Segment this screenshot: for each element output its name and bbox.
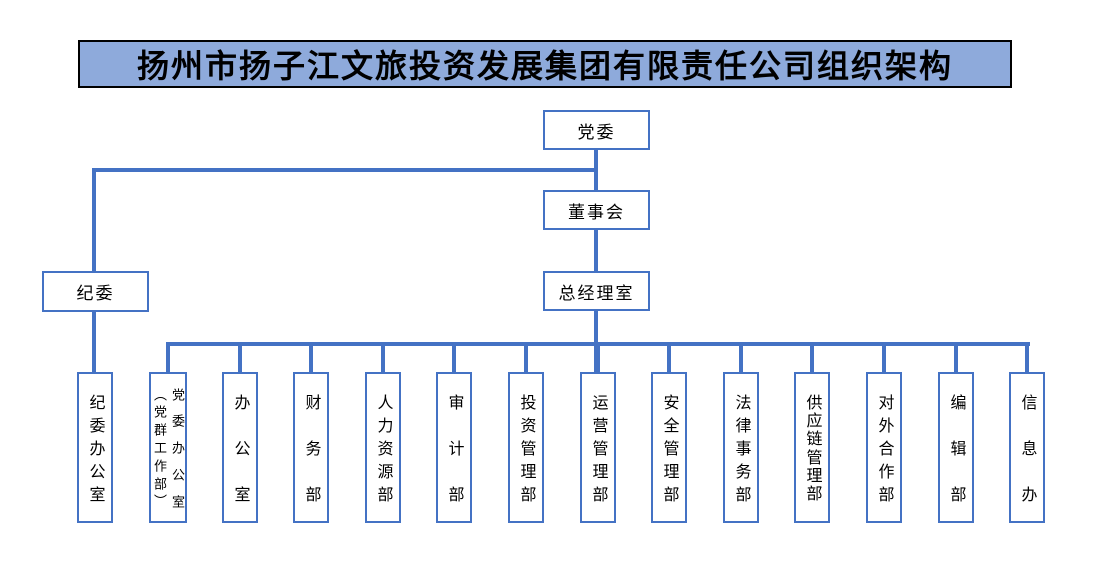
connector-stub (810, 342, 814, 374)
chart-title: 扬州市扬子江文旅投资发展集团有限责任公司组织架构 (78, 40, 1012, 88)
connector-stub (596, 342, 600, 374)
connector-stub (309, 342, 313, 374)
connector-stub (954, 342, 958, 374)
connector-stub (452, 342, 456, 374)
connector-stub (667, 342, 671, 374)
vertical-label: 法律事务部 (732, 393, 750, 502)
connector-stub (1025, 342, 1029, 374)
vertical-label: 信息办 (1018, 393, 1036, 502)
vertical-label: 供应链管理部 (803, 393, 821, 502)
connector-discipline-to-office (92, 310, 96, 373)
node-department-3: 财务部 (293, 342, 329, 523)
connector-stub (882, 342, 886, 374)
node-party-committee: 党委 (543, 110, 650, 150)
vertical-label: 运营管理部 (589, 393, 607, 502)
node-department-13: 信息办 (1009, 342, 1045, 523)
connector-stub (739, 342, 743, 374)
vertical-label: 纪委办公室 (86, 393, 104, 502)
node-board: 董事会 (543, 190, 650, 230)
connector-gm-drop (594, 309, 598, 373)
node-department-11: 对外合作部 (866, 342, 902, 523)
node-department-10: 供应链管理部 (794, 342, 830, 523)
node-department-8: 安全管理部 (651, 342, 687, 523)
node-department-2: 办公室 (222, 342, 258, 523)
node-department-7: 运营管理部 (580, 342, 616, 523)
vertical-label: 财务部 (302, 393, 320, 502)
node-department-9: 法律事务部 (723, 342, 759, 523)
connector-stub (381, 342, 385, 374)
node-discipline-office: 纪委办公室 (77, 372, 113, 523)
node-department-12: 编辑部 (938, 342, 974, 523)
connector-stub (166, 342, 170, 374)
vertical-label: 对外合作部 (875, 393, 893, 502)
vertical-label: 编辑部 (947, 393, 965, 502)
connector-party-branch-horizontal (92, 168, 598, 172)
node-gm-office: 总经理室 (543, 271, 650, 311)
vertical-label: 投资管理部 (517, 393, 535, 502)
connector-stub (524, 342, 528, 374)
vertical-label: 审计部 (445, 393, 463, 502)
vertical-label: （党群工作部） (152, 387, 167, 508)
node-department-1: 党委办公室（党群工作部） (149, 342, 187, 523)
connector-stub (238, 342, 242, 374)
connector-branch-to-discipline (92, 168, 96, 272)
vertical-label: 安全管理部 (660, 393, 678, 502)
node-department-5: 审计部 (436, 342, 472, 523)
vertical-label: 办公室 (231, 393, 249, 502)
vertical-label: 党委办公室 (170, 387, 185, 508)
node-department-4: 人力资源部 (365, 342, 401, 523)
connector-board-to-gm (594, 228, 598, 272)
node-department-6: 投资管理部 (508, 342, 544, 523)
node-discipline-committee: 纪委 (42, 271, 149, 312)
vertical-label: 人力资源部 (374, 393, 392, 502)
